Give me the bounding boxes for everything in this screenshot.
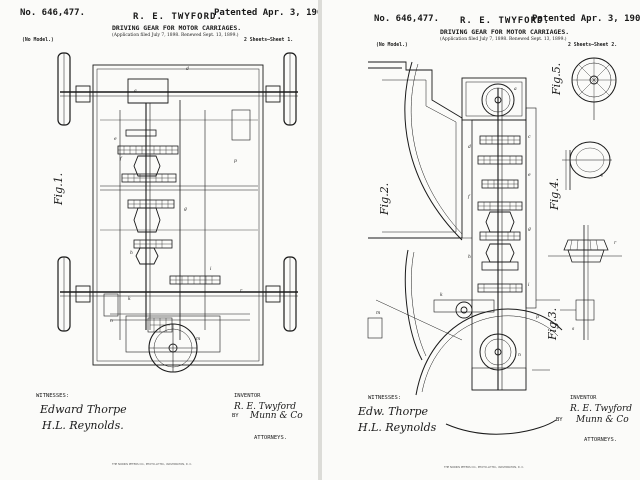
- figure-label-3: Fig.3.: [546, 307, 559, 340]
- figure-label-1: Fig.1.: [52, 172, 65, 205]
- svg-text:c: c: [528, 135, 531, 140]
- svg-text:p: p: [536, 315, 539, 320]
- svg-text:n: n: [110, 319, 113, 324]
- inventor-signature: R. E. Twyford: [570, 404, 633, 414]
- svg-text:d: d: [186, 66, 189, 72]
- sheet-count: 2 Sheets—Sheet 1.: [244, 38, 294, 43]
- witness-signature-2: H.L. Reynolds: [358, 421, 437, 434]
- svg-text:i: i: [528, 282, 530, 288]
- attorneys-label: ATTORNEYS.: [584, 437, 618, 443]
- svg-text:d: d: [468, 144, 471, 150]
- fig-2-side-elevation-drawing: a c d e f g h i k m n p q r s: [367, 57, 622, 435]
- figure-label-2: Fig.2.: [378, 182, 391, 215]
- svg-text:h: h: [130, 250, 133, 256]
- svg-text:m: m: [376, 311, 380, 316]
- patent-sheet-2: No. 646,477. R. E. TWYFORD. Patented Apr…: [322, 0, 640, 480]
- inventor-signature: R. E. Twyford: [234, 402, 297, 412]
- figure-label-4: Fig.4.: [548, 177, 561, 210]
- svg-text:k: k: [440, 292, 443, 298]
- page-gutter: [318, 0, 322, 480]
- svg-text:f: f: [467, 194, 471, 200]
- svg-text:k: k: [128, 296, 131, 302]
- patent-date: Patented Apr. 3, 1900.: [532, 14, 640, 24]
- model-note: (No Model.): [22, 38, 54, 43]
- attorneys-label: ATTORNEYS.: [254, 435, 288, 441]
- svg-text:a: a: [134, 89, 137, 94]
- svg-text:r: r: [614, 241, 617, 246]
- svg-text:e: e: [528, 173, 531, 178]
- patent-title: DRIVING GEAR FOR MOTOR CARRIAGES.: [112, 24, 242, 32]
- by-label: BY: [556, 417, 563, 423]
- witness-signature-2: H.L. Reynolds.: [42, 419, 124, 432]
- witnesses-label: WITNESSES:: [36, 393, 70, 399]
- svg-text:n: n: [518, 353, 521, 358]
- svg-text:p: p: [234, 159, 237, 164]
- witness-signature-1: Edw. Thorpe: [358, 405, 429, 418]
- application-note: (Application filed July 7, 1898. Renewed…: [112, 33, 239, 38]
- svg-text:m: m: [196, 337, 200, 342]
- printer-line: THE NORRIS PETERS CO., PHOTO-LITHO., WAS…: [444, 466, 524, 469]
- patent-number: No. 646,477.: [20, 8, 86, 18]
- printer-line: THE NORRIS PETERS CO., PHOTO-LITHO., WAS…: [112, 463, 192, 466]
- svg-text:e: e: [114, 137, 117, 142]
- svg-text:s: s: [572, 327, 575, 332]
- svg-text:q: q: [600, 173, 603, 178]
- svg-text:r: r: [240, 289, 243, 294]
- witness-signature-1: Edward Thorpe: [40, 403, 127, 416]
- attorney-signature: Munn & Co: [250, 411, 303, 421]
- figure-label-5: Fig.5.: [550, 62, 563, 95]
- svg-text:f: f: [119, 156, 123, 162]
- svg-text:a: a: [514, 87, 517, 92]
- model-note: (No Model.): [376, 43, 408, 48]
- svg-text:i: i: [210, 266, 212, 272]
- svg-text:g: g: [184, 207, 187, 212]
- patent-number: No. 646,477.: [374, 14, 440, 24]
- application-note: (Application filed July 7, 1898. Renewed…: [440, 37, 567, 42]
- patent-sheet-1: No. 646,477. R. E. TWYFORD. Patented Apr…: [0, 0, 318, 480]
- fig-1-plan-drawing: a d e f g h i k m n p r: [57, 52, 298, 373]
- svg-text:g: g: [528, 227, 531, 232]
- inventor-label: INVENTOR: [570, 395, 597, 401]
- patent-title: DRIVING GEAR FOR MOTOR CARRIAGES.: [440, 28, 570, 36]
- patent-date: Patented Apr. 3, 1900.: [214, 8, 318, 18]
- svg-text:h: h: [468, 254, 471, 260]
- inventor-name: R. E. TWYFORD.: [460, 16, 550, 26]
- inventor-name: R. E. TWYFORD.: [133, 12, 223, 22]
- inventor-label: INVENTOR: [234, 393, 261, 399]
- sheet-count: 2 Sheets—Sheet 2.: [568, 43, 618, 48]
- attorney-signature: Munn & Co: [576, 415, 629, 425]
- witnesses-label: WITNESSES:: [368, 395, 402, 401]
- by-label: BY: [232, 413, 239, 419]
